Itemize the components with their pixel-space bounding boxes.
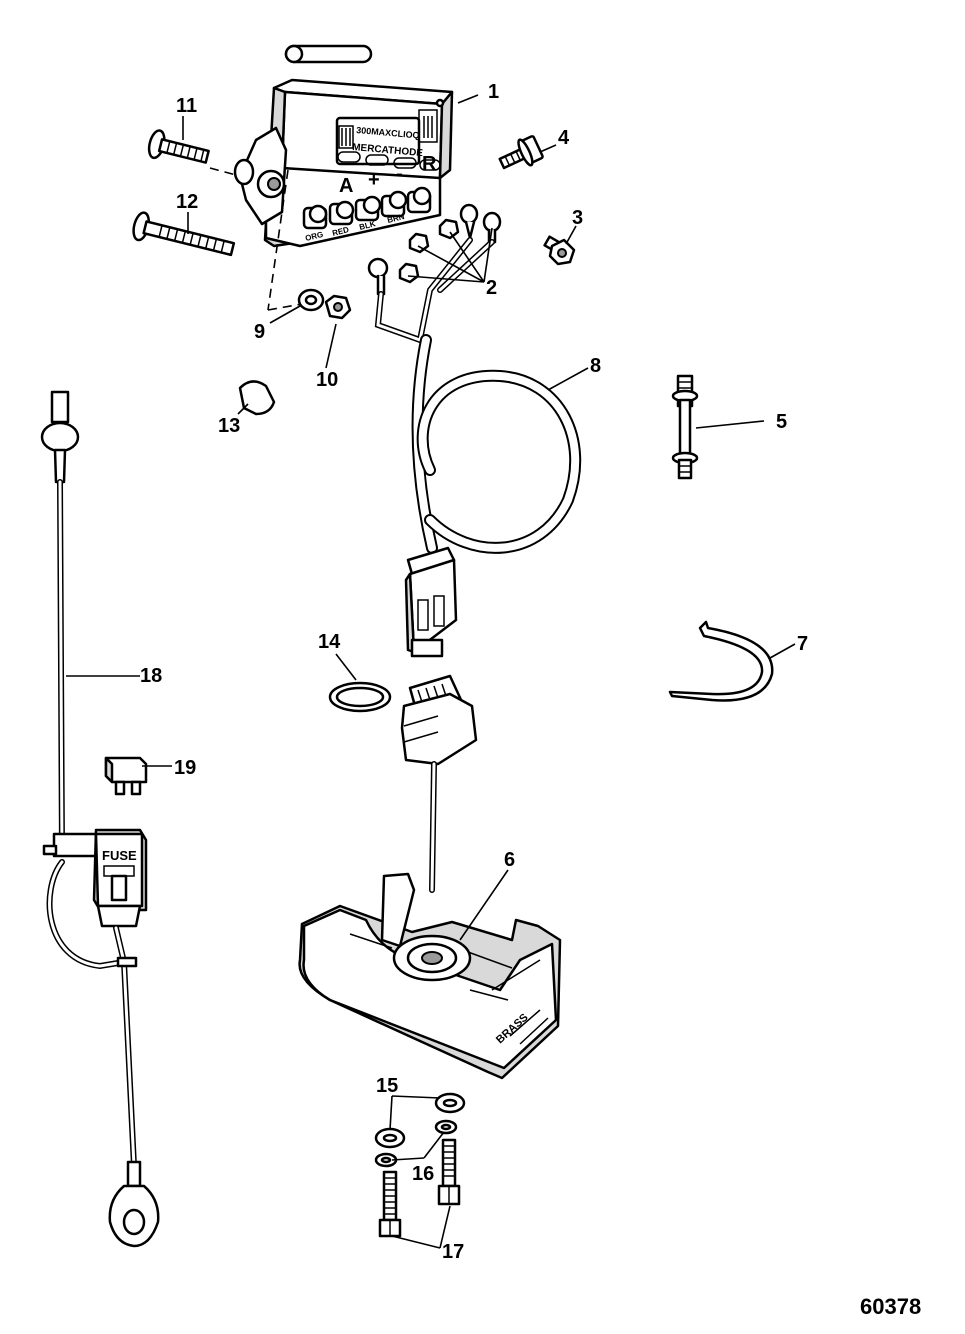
- terminal-label-minus: -: [396, 163, 403, 185]
- bolt-hex-head: [498, 135, 544, 170]
- leader-lines: [66, 94, 796, 1249]
- callout-6: 6: [504, 849, 515, 871]
- callout-9: 9: [254, 321, 265, 343]
- callout-16: 16: [412, 1163, 434, 1185]
- port-label-blk: BLK: [358, 219, 376, 232]
- wire-harness: [404, 334, 582, 658]
- washer: [297, 288, 325, 312]
- callout-7: 7: [797, 633, 808, 655]
- terminal-label-a: A: [339, 175, 353, 197]
- callout-labels: 1 2 3 4 5 6 7 8 9 10 11 12 13 14 15 16 1…: [140, 81, 808, 1263]
- terminal-label-r: R: [422, 153, 437, 175]
- terminal-label-plus: +: [368, 169, 380, 191]
- cap: [238, 380, 276, 416]
- callout-8: 8: [590, 355, 601, 377]
- reference-electrode: BRASS: [298, 674, 562, 1080]
- port-label-brn: BRN: [386, 212, 405, 225]
- callout-13: 13: [218, 415, 240, 437]
- callout-5: 5: [776, 411, 787, 433]
- screw-short: [147, 129, 210, 164]
- seal-ring: [328, 681, 392, 713]
- callout-12: 12: [176, 191, 198, 213]
- mounting-hardware: [374, 1092, 466, 1238]
- port-label-org: ORG: [304, 230, 324, 243]
- retaining-clip: [668, 620, 774, 702]
- callout-3: 3: [572, 207, 583, 229]
- callout-4: 4: [558, 127, 570, 149]
- callout-14: 14: [318, 631, 341, 653]
- callout-18: 18: [140, 665, 162, 687]
- terminal-screw: [543, 235, 576, 266]
- module-ports: [302, 186, 432, 230]
- screw-long: [132, 211, 236, 257]
- power-lead: FUSE: [40, 390, 160, 1248]
- callout-1: 1: [488, 81, 499, 103]
- callout-11: 11: [176, 95, 197, 117]
- stud: [671, 374, 699, 480]
- callout-19: 19: [174, 757, 196, 779]
- fuse: [104, 756, 148, 796]
- nut: [324, 294, 352, 320]
- callout-2: 2: [486, 277, 497, 299]
- controller-module: 300MAXCLIOQ MERCATHODE A + - R ORG RED B…: [233, 44, 454, 248]
- callout-15: 15: [376, 1075, 398, 1097]
- terminal-nuts: [398, 218, 460, 284]
- callout-10: 10: [316, 369, 338, 391]
- callout-17: 17: [442, 1241, 464, 1263]
- fuse-holder-label: FUSE: [102, 848, 137, 863]
- figure-number: 60378: [860, 1294, 921, 1319]
- ring-terminals: [367, 203, 502, 296]
- port-label-red: RED: [331, 225, 350, 238]
